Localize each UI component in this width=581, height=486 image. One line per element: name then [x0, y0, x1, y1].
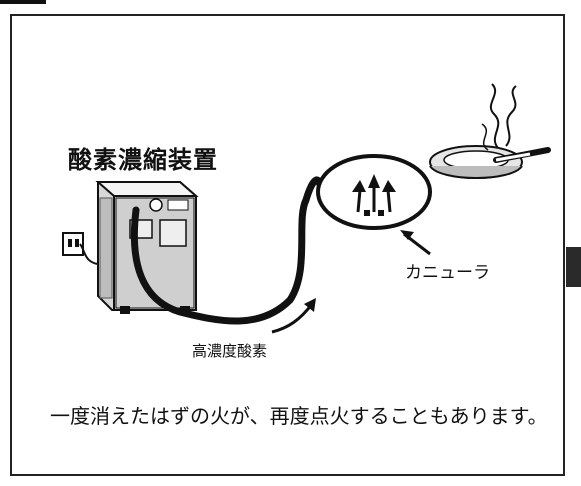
wall-outlet-icon: [62, 232, 99, 265]
ashtray-cigarette-icon: [429, 83, 551, 179]
oxygen-tube: [130, 176, 324, 325]
device-label: 酸素濃縮装置: [68, 146, 218, 174]
cannula-icon: [316, 154, 432, 230]
edge-mark: [566, 247, 581, 287]
cannula-label: カニューラ: [405, 263, 490, 283]
warning-caption: 一度消えたはずの火が、再度点火することもあります。: [50, 404, 548, 428]
cannula-pointer-arrow-icon: [400, 230, 431, 256]
frame-border: [10, 14, 565, 476]
top-corner-strip: [0, 0, 46, 4]
oxygen-concentrator-icon: [95, 181, 199, 314]
oxygen-label: 高濃度酸素: [192, 342, 268, 360]
